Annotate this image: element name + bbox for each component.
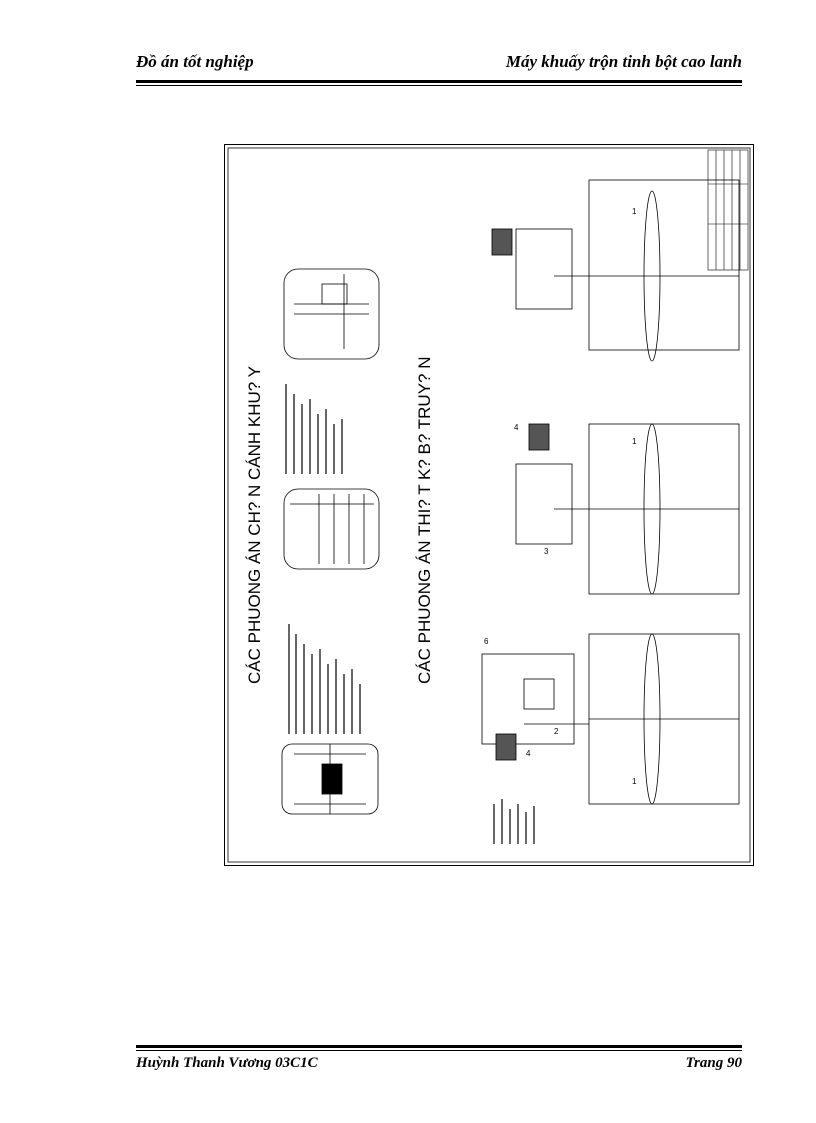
title-block [707, 149, 749, 271]
drive-diagram-3 [491, 179, 740, 362]
page-footer: Huỳnh Thanh Vương 03C1C Trang 90 [136, 1055, 742, 1079]
header-rule-thin [136, 85, 742, 86]
engineering-drawing-frame [224, 144, 754, 866]
mixer-sketch-1 [281, 743, 379, 815]
page-header: Đồ án tốt nghiệp Máy khuấy trộn tinh bột… [136, 52, 742, 80]
mixer-sketch-3 [283, 268, 380, 360]
footer-author: Huỳnh Thanh Vương 03C1C [136, 1055, 318, 1071]
header-rule-thick [136, 80, 742, 83]
footer-page-number: Trang 90 [685, 1055, 742, 1071]
header-left-title: Đồ án tốt nghiệp [136, 52, 254, 71]
callout-2a: 2 [554, 727, 559, 736]
callout-1a: 1 [632, 777, 637, 786]
drawing-title-top: CÁC PHUONG ÁN CH? N CÁNH KHU? Y [245, 366, 264, 684]
callout-4a: 4 [526, 749, 531, 758]
callout-1c: 1 [632, 207, 637, 216]
legend-notes [493, 799, 535, 844]
drive-diagram-2 [515, 423, 740, 595]
callout-6a: 6 [484, 637, 489, 646]
notes-top [285, 384, 361, 734]
callout-3a: 3 [544, 547, 549, 556]
engineering-drawing: CÁC PHUONG ÁN CH? N CÁNH KHU? Y CÁC PHUO… [227, 147, 751, 863]
callout-4b: 4 [514, 423, 519, 432]
footer-rule-thick [136, 1045, 742, 1048]
callout-1b: 1 [632, 437, 637, 446]
drawing-title-bottom: CÁC PHUONG ÁN THI? T K? B? TRUY? N [415, 357, 434, 685]
drive-diagram-1 [481, 633, 740, 805]
mixer-sketch-2 [283, 488, 380, 570]
header-right-title: Máy khuấy trộn tinh bột cao lanh [505, 52, 742, 71]
footer-rule-thin [136, 1050, 742, 1051]
